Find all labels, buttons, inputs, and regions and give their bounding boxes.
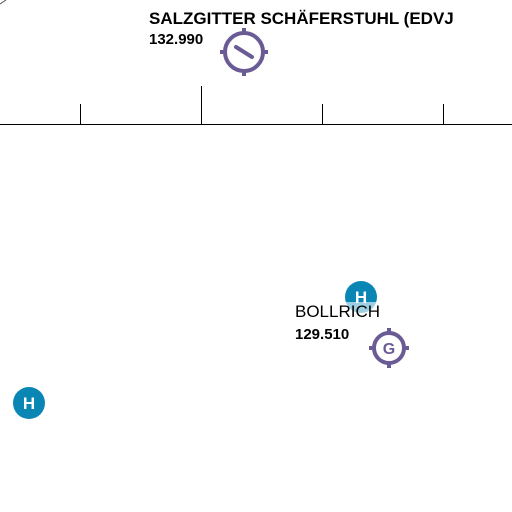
heliport-icon[interactable]: H bbox=[13, 387, 45, 419]
airfield-name-label: BOLLRICH bbox=[295, 302, 380, 321]
scale-bar bbox=[0, 86, 512, 125]
label-halo bbox=[294, 302, 398, 320]
heliport-letter: H bbox=[23, 394, 35, 413]
airfield-frequency-label: 132.990 bbox=[149, 31, 203, 48]
airfield-bollrich[interactable]: BOLLRICH 129.510 G bbox=[294, 302, 409, 368]
airspace-boundary-arc bbox=[0, 0, 7, 5]
airfield-runway-icon bbox=[220, 28, 268, 76]
glider-site-letter: G bbox=[383, 341, 395, 358]
airfield-salzgitter[interactable]: SALZGITTER SCHÄFERSTUHL (EDVJ 132.990 bbox=[149, 9, 454, 76]
airfield-name-label: SALZGITTER SCHÄFERSTUHL (EDVJ bbox=[149, 9, 454, 28]
airfield-frequency-label: 129.510 bbox=[295, 326, 349, 343]
glider-site-icon: G bbox=[369, 328, 409, 368]
